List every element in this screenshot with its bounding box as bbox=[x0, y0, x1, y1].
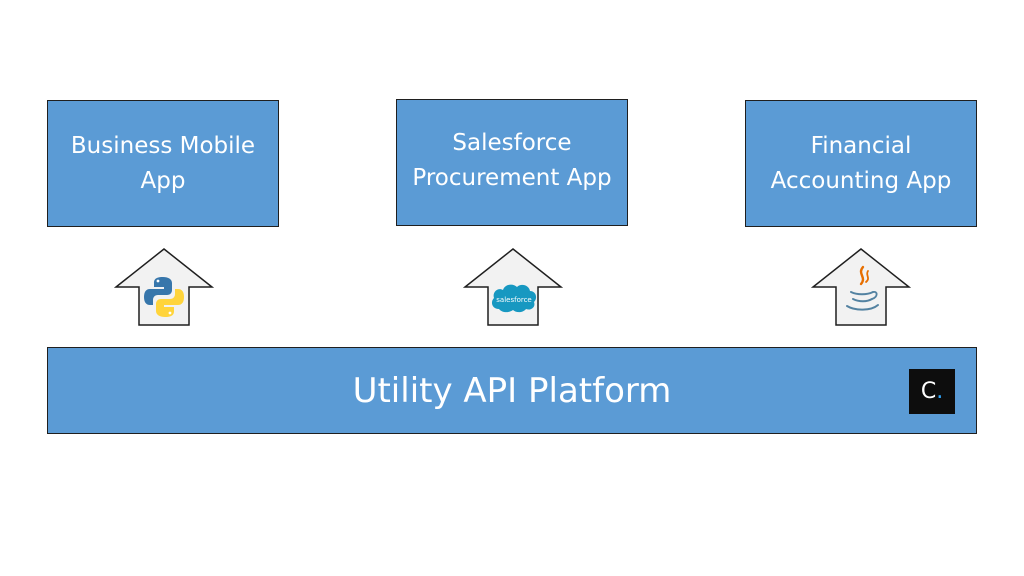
app-title-line1: Financial bbox=[810, 132, 912, 159]
financial-accounting-app-box: Financial Accounting App bbox=[745, 100, 977, 227]
up-arrow-java bbox=[811, 248, 911, 326]
python-icon bbox=[144, 277, 184, 317]
brand-logo: C. bbox=[909, 369, 955, 414]
app-title-line1: Salesforce bbox=[452, 129, 572, 156]
salesforce-procurement-app-box: Salesforce Procurement App bbox=[396, 99, 628, 226]
logo-dot: . bbox=[936, 379, 944, 404]
salesforce-logo-text: salesforce bbox=[496, 296, 531, 304]
up-arrow-python bbox=[114, 248, 214, 326]
app-title-line2: Procurement App bbox=[412, 164, 612, 191]
utility-api-platform-bar: Utility API Platform C. bbox=[47, 347, 977, 434]
java-icon bbox=[846, 265, 879, 311]
logo-letter: C bbox=[920, 379, 937, 404]
app-title-line1: Business Mobile bbox=[70, 132, 256, 159]
salesforce-cloud-icon: salesforce bbox=[491, 284, 537, 313]
up-arrow-salesforce: salesforce bbox=[463, 248, 563, 326]
business-mobile-app-box: Business Mobile App bbox=[47, 100, 279, 227]
app-title-line2: Accounting App bbox=[770, 167, 952, 194]
app-title-line2: App bbox=[140, 167, 186, 194]
platform-title: Utility API Platform bbox=[352, 370, 672, 411]
